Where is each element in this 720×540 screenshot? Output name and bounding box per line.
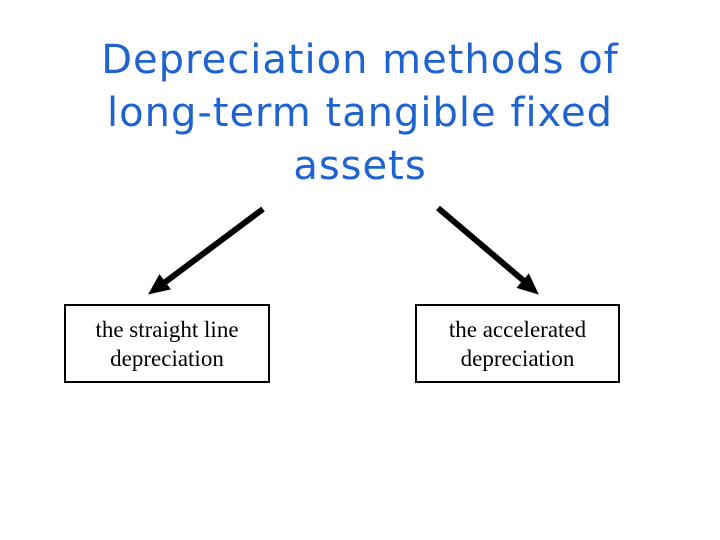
node-straight-line-label: the straight line depreciation (95, 316, 239, 371)
slide-title-line-1: Depreciation methods of (101, 37, 619, 83)
node-accelerated-label: the accelerated depreciation (448, 316, 587, 371)
node-straight-line-depreciation: the straight line depreciation (64, 304, 270, 383)
arrow-right-down-icon (436, 205, 539, 295)
node-accelerated-depreciation: the accelerated depreciation (415, 304, 620, 383)
slide-title-line-2: long-term tangible fixed (107, 90, 613, 136)
slide-title-line-3: assets (293, 143, 427, 189)
arrow-left-down-icon (148, 206, 265, 295)
slide-title: Depreciation methods of long-term tangib… (0, 34, 720, 193)
